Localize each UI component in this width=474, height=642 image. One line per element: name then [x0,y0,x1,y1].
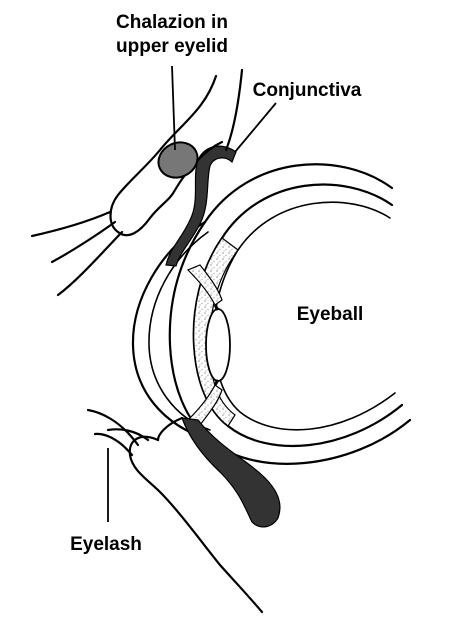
lower-eyelid-outline [128,435,264,614]
label-conjunctiva: Conjunctiva [253,80,362,101]
iris-lower [186,384,223,426]
label-eyeball: Eyeball [297,304,364,325]
iris-upper [186,264,223,306]
upper-eyelid-outline [109,74,224,237]
lower-eyelid-back [156,416,184,442]
chalazion [157,141,199,179]
conjunctiva-lower [181,417,281,528]
cornea-inner [148,231,211,431]
label-eyelash: Eyelash [70,534,142,555]
upper-eyelid [30,68,244,297]
conjunctiva-pointer [234,102,277,153]
label-chalazion-line1: Chalazion in [116,12,228,33]
sclera-outer [168,163,412,465]
lens [205,308,231,382]
label-chalazion-line2: upper eyelid [116,36,228,57]
chalazion-pointer [171,65,176,151]
lower-eyelash-2 [93,432,134,457]
upper-eyelid-back [224,68,244,152]
upper-eyelash-2 [50,220,117,264]
eyeball [131,163,412,465]
lower-eyelash-3 [106,428,150,442]
upper-eyelash-1 [30,210,112,238]
lower-eyelid [86,408,264,614]
upper-eyelash-3 [56,230,124,297]
ligament-upper [213,304,220,311]
ligament-lower [213,379,220,386]
cornea [131,220,212,442]
lower-eyelash-1 [86,408,140,447]
